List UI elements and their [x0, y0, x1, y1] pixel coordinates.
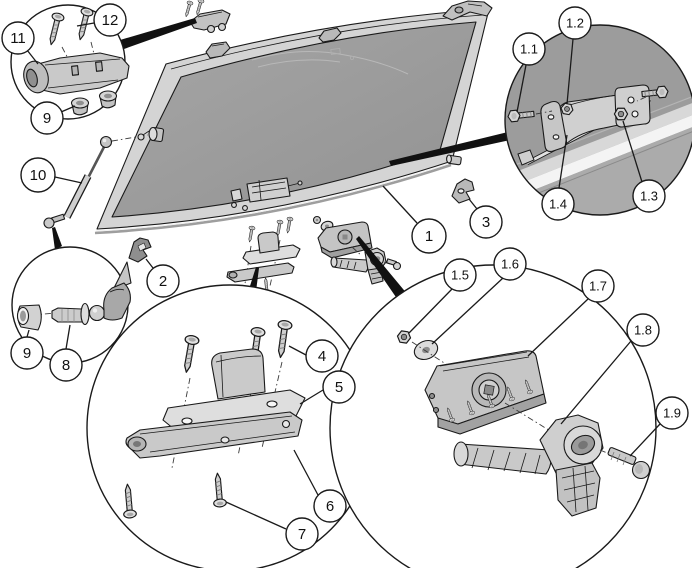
- svg-text:1: 1: [425, 228, 433, 245]
- svg-text:7: 7: [298, 526, 306, 543]
- svg-text:11: 11: [10, 30, 26, 47]
- leader-thick-bottom-right: [356, 236, 408, 303]
- svg-text:5: 5: [335, 379, 343, 396]
- svg-text:1.2: 1.2: [566, 16, 584, 31]
- callout-1-1: 1.1: [512, 32, 546, 66]
- striker-bracket: [125, 411, 303, 459]
- svg-text:10: 10: [30, 167, 47, 184]
- hinge-exploded-top: [182, 0, 231, 34]
- hinge-bracket-top-left: [205, 41, 231, 59]
- svg-text:8: 8: [62, 357, 70, 374]
- grommet-pair: [70, 90, 118, 116]
- svg-text:4: 4: [318, 348, 326, 365]
- callouts: 1 2 3 4 5 6 7 8 9 9 10 11 12 1.1 1.2 1.3…: [1, 3, 689, 551]
- bracket-part-3: [451, 178, 475, 204]
- svg-text:1.6: 1.6: [501, 257, 519, 272]
- callout-1-5: 1.5: [443, 258, 477, 292]
- callout-6: 6: [313, 489, 347, 523]
- callout-7: 7: [285, 517, 319, 551]
- svg-text:2: 2: [159, 273, 167, 290]
- callout-10: 10: [20, 157, 56, 193]
- callout-2: 2: [146, 264, 180, 298]
- strut-mount-grommet: [111, 126, 165, 143]
- svg-text:1.3: 1.3: [640, 189, 658, 204]
- clip-part-2: [128, 237, 152, 263]
- leader-thick-top-left: [120, 18, 197, 49]
- hinge-top-right: [442, 0, 493, 21]
- callout-9-upper: 9: [30, 101, 64, 135]
- detail-latch-handle: [329, 264, 657, 568]
- glass-panel: [94, 8, 490, 235]
- callout-12: 12: [93, 3, 127, 37]
- latch-handle: [453, 414, 604, 517]
- gas-strut: [43, 135, 113, 229]
- svg-text:3: 3: [482, 214, 490, 231]
- latch-on-glass: [230, 177, 303, 211]
- callout-1-9: 1.9: [655, 396, 689, 430]
- svg-text:1.4: 1.4: [549, 197, 567, 212]
- hinge-bracket-top-mid: [318, 27, 342, 43]
- callout-11: 11: [1, 21, 35, 55]
- bolt-1-9: [607, 447, 651, 480]
- svg-text:9: 9: [43, 110, 51, 127]
- svg-text:1.8: 1.8: [634, 323, 652, 338]
- svg-text:1.9: 1.9: [663, 406, 681, 421]
- callout-5: 5: [322, 370, 356, 404]
- callout-3: 3: [469, 205, 503, 239]
- callout-9-lower: 9: [10, 336, 44, 370]
- svg-text:1.7: 1.7: [589, 279, 607, 294]
- callout-8: 8: [49, 348, 83, 382]
- callout-1-6: 1.6: [493, 247, 527, 281]
- callout-1-4: 1.4: [541, 187, 575, 221]
- svg-text:1.1: 1.1: [520, 42, 538, 57]
- detail-striker: [86, 284, 374, 568]
- detail-ball-stud: [11, 246, 132, 364]
- detail-hinge-top-left: [10, 4, 130, 120]
- callout-1-3: 1.3: [632, 179, 666, 213]
- svg-text:6: 6: [326, 498, 334, 515]
- striker-exploded-small: [221, 216, 301, 302]
- svg-text:1.5: 1.5: [451, 268, 469, 283]
- leader-lines: [26, 22, 661, 530]
- hinge-pin-right-edge: [446, 154, 462, 166]
- callout-1: 1: [411, 218, 447, 254]
- leader-thick-bottom-left: [52, 227, 62, 250]
- callout-1-8: 1.8: [626, 313, 660, 347]
- callout-4: 4: [305, 339, 339, 373]
- glass-surface: [111, 21, 477, 218]
- callout-1-7: 1.7: [581, 269, 615, 303]
- svg-text:12: 12: [102, 12, 119, 29]
- latch-housing: [424, 350, 547, 435]
- leader-thick-top-right: [389, 132, 510, 166]
- callout-1-2: 1.2: [558, 6, 592, 40]
- svg-text:9: 9: [23, 345, 31, 362]
